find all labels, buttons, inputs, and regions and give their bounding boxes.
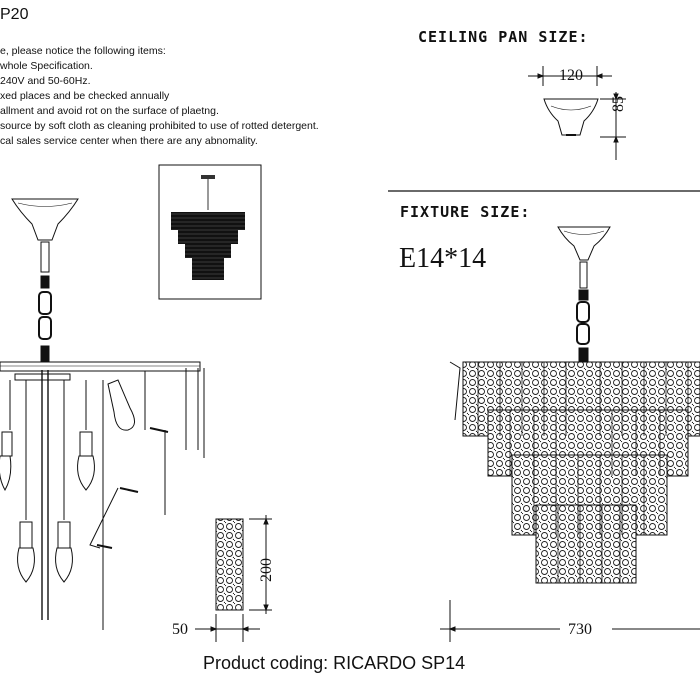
notes-list: e, please notice the following items: wh…	[0, 44, 319, 149]
note-line: xed places and be checked annually	[0, 90, 170, 102]
frame-drawing	[0, 198, 205, 630]
note-line: whole Specification.	[0, 60, 93, 72]
fixture-title: FIXTURE SIZE:	[400, 203, 531, 221]
fixture-width: 730	[568, 621, 592, 638]
product-coding: Product coding: RICARDO SP14	[203, 653, 466, 673]
thumbnail-photo	[158, 164, 262, 300]
note-line: e, please notice the following items:	[0, 45, 166, 57]
fixture-drawing	[440, 226, 700, 642]
note-line: cal sales service center when there are …	[0, 135, 258, 147]
bulb-spec: E14*14	[399, 243, 487, 274]
crystal-element-detail	[195, 515, 272, 642]
model-fragment: P20	[0, 6, 29, 23]
ceiling-pan-title: CEILING PAN SIZE:	[418, 28, 589, 46]
note-line: source by soft cloth as cleaning prohibi…	[0, 120, 319, 132]
note-line: allment and avoid rot on the surface of …	[0, 105, 219, 117]
element-width: 50	[172, 621, 188, 638]
ceiling-pan-drawing	[528, 66, 626, 160]
note-line: 240V and 50-60Hz.	[0, 75, 91, 87]
